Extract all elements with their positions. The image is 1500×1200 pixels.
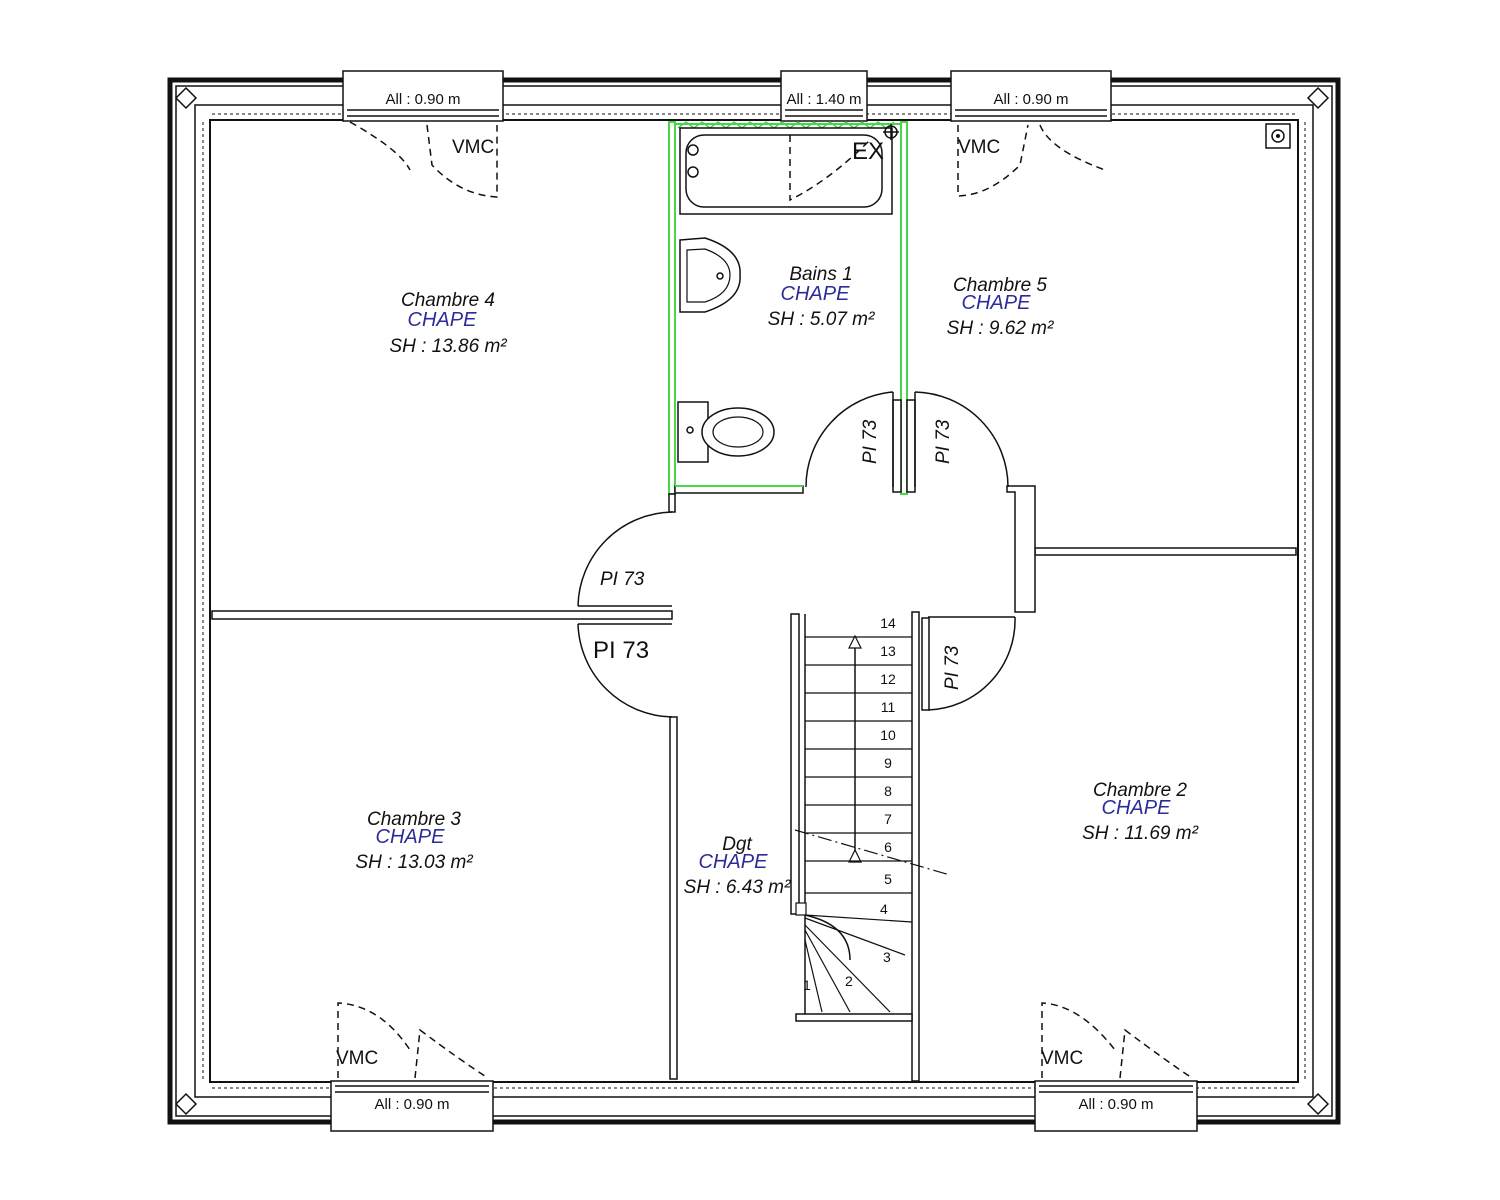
room-area: SH : 11.69 m² (1082, 823, 1198, 844)
vmc-chambre2: VMC (1041, 1048, 1083, 1069)
window-bottom-left[interactable] (330, 1080, 494, 1132)
door-chambre4[interactable] (577, 511, 673, 607)
door-bains1[interactable] (805, 391, 894, 488)
window-label-top-left: All : 0.90 m (385, 91, 460, 108)
stair-step-number: 13 (880, 643, 896, 659)
door-chambre3[interactable] (577, 623, 673, 718)
door-labels: PI 73 PI 73 PI 73 PI 73 PI 73 (593, 419, 963, 690)
boiler-icon (1265, 123, 1291, 149)
bathtub (679, 127, 893, 215)
vmc-chambre5: VMC (958, 137, 1000, 158)
door-label-chambre3: PI 73 (593, 637, 649, 664)
stair-winder-tread (804, 924, 891, 1013)
stair-step-number: 3 (883, 949, 891, 965)
window-top-mid[interactable] (780, 70, 868, 122)
extractor-fan-icon (883, 124, 899, 140)
room-floor: CHAPE (1102, 797, 1172, 819)
room-chambre4: Chambre 4 CHAPE SH : 13.86 m² (389, 290, 507, 357)
room-name: Chambre 2 (1093, 780, 1187, 801)
door-label-bains1: PI 73 (860, 419, 881, 464)
room-floor: CHAPE (699, 851, 769, 873)
vmc-chambre4: VMC (452, 137, 494, 158)
stair-step-number: 11 (881, 699, 896, 715)
stair-step-number: 10 (880, 727, 896, 743)
room-name: Dgt (722, 834, 752, 855)
corner-mark-tr (1306, 86, 1330, 110)
vmc-labels: VMC VMC VMC VMC (336, 137, 1083, 1069)
room-floor: CHAPE (781, 283, 851, 305)
room-chambre3: Chambre 3 CHAPE SH : 13.03 m² (355, 809, 473, 873)
room-floor: CHAPE (962, 292, 1032, 314)
window-label-bottom-right: All : 0.90 m (1078, 1096, 1153, 1113)
corner-mark-br (1306, 1092, 1330, 1116)
stair-winder-tread (804, 929, 851, 1013)
window-swings (337, 121, 1193, 1079)
room-bains1: Bains 1 CHAPE SH : 5.07 m² (768, 264, 875, 330)
room-name: Chambre 3 (367, 809, 461, 830)
stair-step-number: 5 (884, 871, 892, 887)
room-area: SH : 13.86 m² (389, 336, 507, 357)
window-label-top-right: All : 0.90 m (993, 91, 1068, 108)
room-chambre5: Chambre 5 CHAPE SH : 9.62 m² (947, 275, 1054, 339)
stair-winder-tread (804, 939, 823, 1013)
stair-step-number: 1 (803, 977, 811, 993)
room-area: SH : 6.43 m² (684, 877, 791, 898)
washbasin (679, 237, 741, 313)
windows: All : 0.90 m All : 1.40 m All : 0.90 m A… (330, 70, 1198, 1132)
room-chambre2: Chambre 2 CHAPE SH : 11.69 m² (1082, 780, 1198, 844)
doors (577, 391, 1016, 718)
room-area: SH : 5.07 m² (768, 309, 875, 330)
stair-step-number: 14 (880, 615, 896, 631)
stair-step-number: 6 (884, 839, 892, 855)
extractor-label: EX (852, 138, 884, 165)
stair-step-number: 2 (845, 973, 853, 989)
room-name: Chambre 4 (401, 290, 495, 311)
room-dgt: Dgt CHAPE SH : 6.43 m² (684, 834, 791, 898)
room-floor: CHAPE (376, 826, 446, 848)
toilet (677, 401, 775, 463)
window-label-top-mid: All : 1.40 m (786, 91, 861, 108)
stair-step-number: 7 (884, 811, 892, 827)
stair-winder-tread (804, 914, 913, 923)
room-name: Bains 1 (789, 264, 852, 285)
door-label-chambre5: PI 73 (933, 419, 954, 464)
stair-step-number: 9 (884, 755, 892, 771)
exterior-walls (167, 77, 1341, 1125)
window-bottom-right[interactable] (1034, 1080, 1198, 1132)
door-label-chambre2: PI 73 (942, 645, 963, 690)
room-area: SH : 9.62 m² (947, 318, 1054, 339)
door-chambre2[interactable] (927, 616, 1016, 711)
room-name: Chambre 5 (953, 275, 1047, 296)
stair-step-number: 12 (880, 671, 896, 687)
stair-step-number: 8 (884, 783, 892, 799)
door-label-chambre4: PI 73 (600, 569, 645, 590)
window-top-left[interactable] (342, 70, 504, 122)
window-top-right[interactable] (950, 70, 1112, 122)
corner-mark-bl (174, 1092, 198, 1116)
room-area: SH : 13.03 m² (355, 852, 473, 873)
window-label-bottom-left: All : 0.90 m (374, 1096, 449, 1113)
interior-walls (211, 121, 1297, 1082)
room-floor: CHAPE (408, 309, 478, 331)
door-chambre5[interactable] (914, 391, 1009, 488)
corner-mark-tl (174, 86, 198, 110)
stair-step-number: 4 (880, 901, 888, 917)
vmc-chambre3: VMC (336, 1048, 378, 1069)
stair-winder-tread (804, 917, 906, 956)
